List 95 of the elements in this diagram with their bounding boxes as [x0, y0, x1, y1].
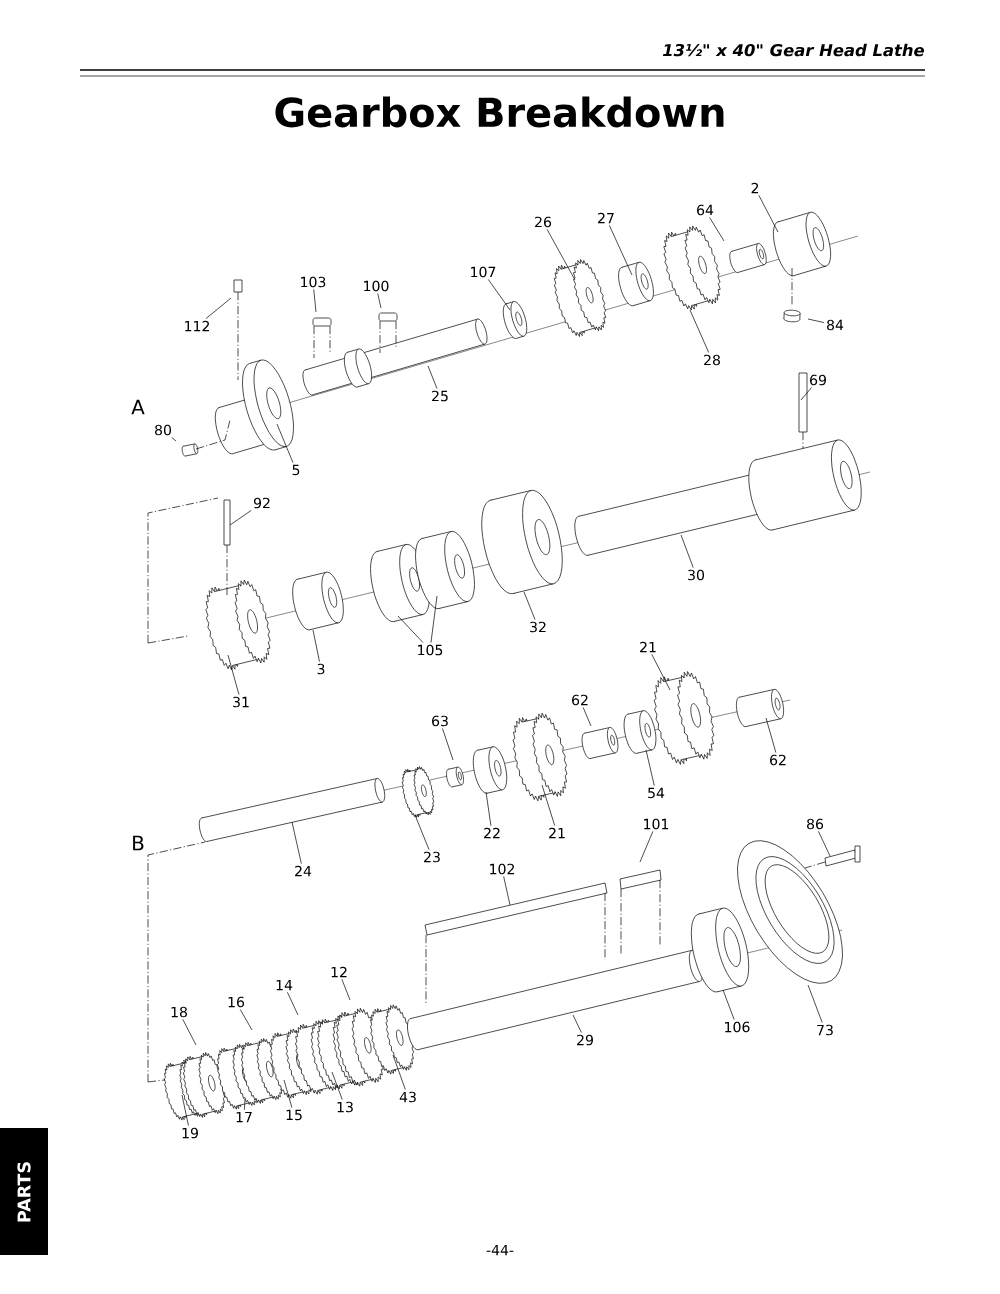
leader-line	[414, 814, 430, 850]
leader-line	[758, 195, 779, 233]
callout-number: 30	[688, 569, 704, 581]
callout-number: 92	[253, 497, 270, 509]
leader-line	[541, 784, 556, 827]
leader-line	[181, 1094, 189, 1126]
callout-number: 2	[751, 182, 759, 194]
callout-number: 16	[228, 996, 245, 1008]
callout-number: 24	[295, 865, 312, 877]
leader-line	[291, 821, 302, 865]
callout-number: 43	[399, 1091, 416, 1103]
leader-line	[818, 831, 831, 857]
leader-line	[582, 707, 592, 727]
leader-line	[341, 979, 351, 1001]
callout-number: 12	[331, 966, 347, 978]
leader-line	[312, 629, 320, 662]
section-letter: B	[130, 834, 146, 852]
leader-line	[639, 831, 654, 863]
callout-number: 13	[337, 1101, 353, 1113]
callout-number: 14	[276, 979, 293, 991]
leader-line	[485, 791, 492, 827]
callout-number: 80	[155, 424, 171, 436]
callout-number: 25	[432, 390, 448, 402]
callout-number: 106	[725, 1021, 750, 1033]
callout-number: 63	[432, 715, 448, 727]
callout-number: 86	[807, 818, 824, 830]
callout-number: 19	[182, 1127, 198, 1139]
section-letter: A	[130, 398, 146, 416]
callout-number: 18	[171, 1006, 187, 1018]
leader-line	[283, 1079, 293, 1109]
leader-line	[239, 1009, 253, 1031]
leader-line	[205, 297, 232, 320]
header-text: 13½" x 40" Gear Head Lathe	[662, 43, 925, 57]
leader-line	[487, 279, 511, 311]
callout-number: 31	[233, 696, 249, 708]
section-tab: PARTS	[0, 1128, 48, 1255]
leader-line	[397, 615, 424, 643]
callout-number: 62	[770, 754, 786, 766]
leader-line	[392, 1054, 406, 1090]
callout-number: 26	[535, 216, 552, 228]
callout-number: 54	[648, 787, 665, 799]
leader-line	[276, 423, 294, 464]
leader-line	[171, 437, 177, 442]
callout-number: 23	[424, 851, 440, 863]
callout-number: 102	[490, 863, 514, 875]
callout-number: 27	[598, 212, 614, 224]
callout-number: 112	[185, 320, 209, 332]
leader-line	[313, 289, 317, 313]
leader-line	[645, 749, 655, 787]
callout-number: 5	[292, 464, 300, 476]
leader-line	[442, 728, 454, 761]
callout-number: 28	[704, 354, 720, 366]
callout-number: 73	[817, 1024, 833, 1036]
leader-line	[765, 717, 777, 753]
leader-line	[722, 989, 735, 1020]
leader-line	[807, 318, 825, 323]
leader-line	[227, 654, 240, 695]
leader-line	[709, 217, 725, 242]
callout-number: 29	[577, 1034, 593, 1046]
leader-line	[651, 654, 671, 691]
callout-number: 103	[301, 276, 326, 288]
leader-line	[680, 534, 694, 568]
leader-line	[807, 984, 823, 1023]
leader-line	[182, 1019, 197, 1046]
callout-number: 17	[236, 1111, 252, 1123]
leader-line	[331, 1071, 343, 1100]
leader-line	[377, 293, 382, 309]
callout-number: 101	[644, 818, 669, 830]
callout-number: 32	[530, 621, 546, 633]
callout-number: 64	[697, 204, 714, 216]
leader-line	[523, 591, 536, 620]
leader-line	[689, 309, 710, 353]
callout-number: 22	[484, 827, 500, 839]
callout-number: 3	[317, 663, 325, 675]
page-title: Gearbox Breakdown	[275, 96, 724, 128]
callout-number: 69	[810, 374, 826, 386]
callout-number: 21	[549, 827, 565, 839]
page-number: -44-	[486, 1244, 514, 1256]
leader-line	[503, 876, 511, 906]
leader-line	[427, 365, 438, 389]
callout-number: 84	[827, 319, 844, 331]
leader-line	[244, 1098, 246, 1111]
callout-number: 21	[640, 641, 656, 653]
leader-line	[800, 387, 813, 401]
callout-number: 100	[364, 280, 389, 292]
callout-number: 105	[418, 644, 443, 656]
callout-number: 62	[572, 694, 588, 706]
callout-number: 107	[471, 266, 496, 278]
leader-line	[430, 595, 438, 643]
leader-line	[546, 229, 576, 281]
callout-number: 15	[286, 1109, 302, 1121]
leader-line	[572, 1014, 582, 1033]
leader-line	[287, 991, 299, 1016]
leader-line	[229, 510, 252, 526]
leader-line	[609, 225, 633, 276]
